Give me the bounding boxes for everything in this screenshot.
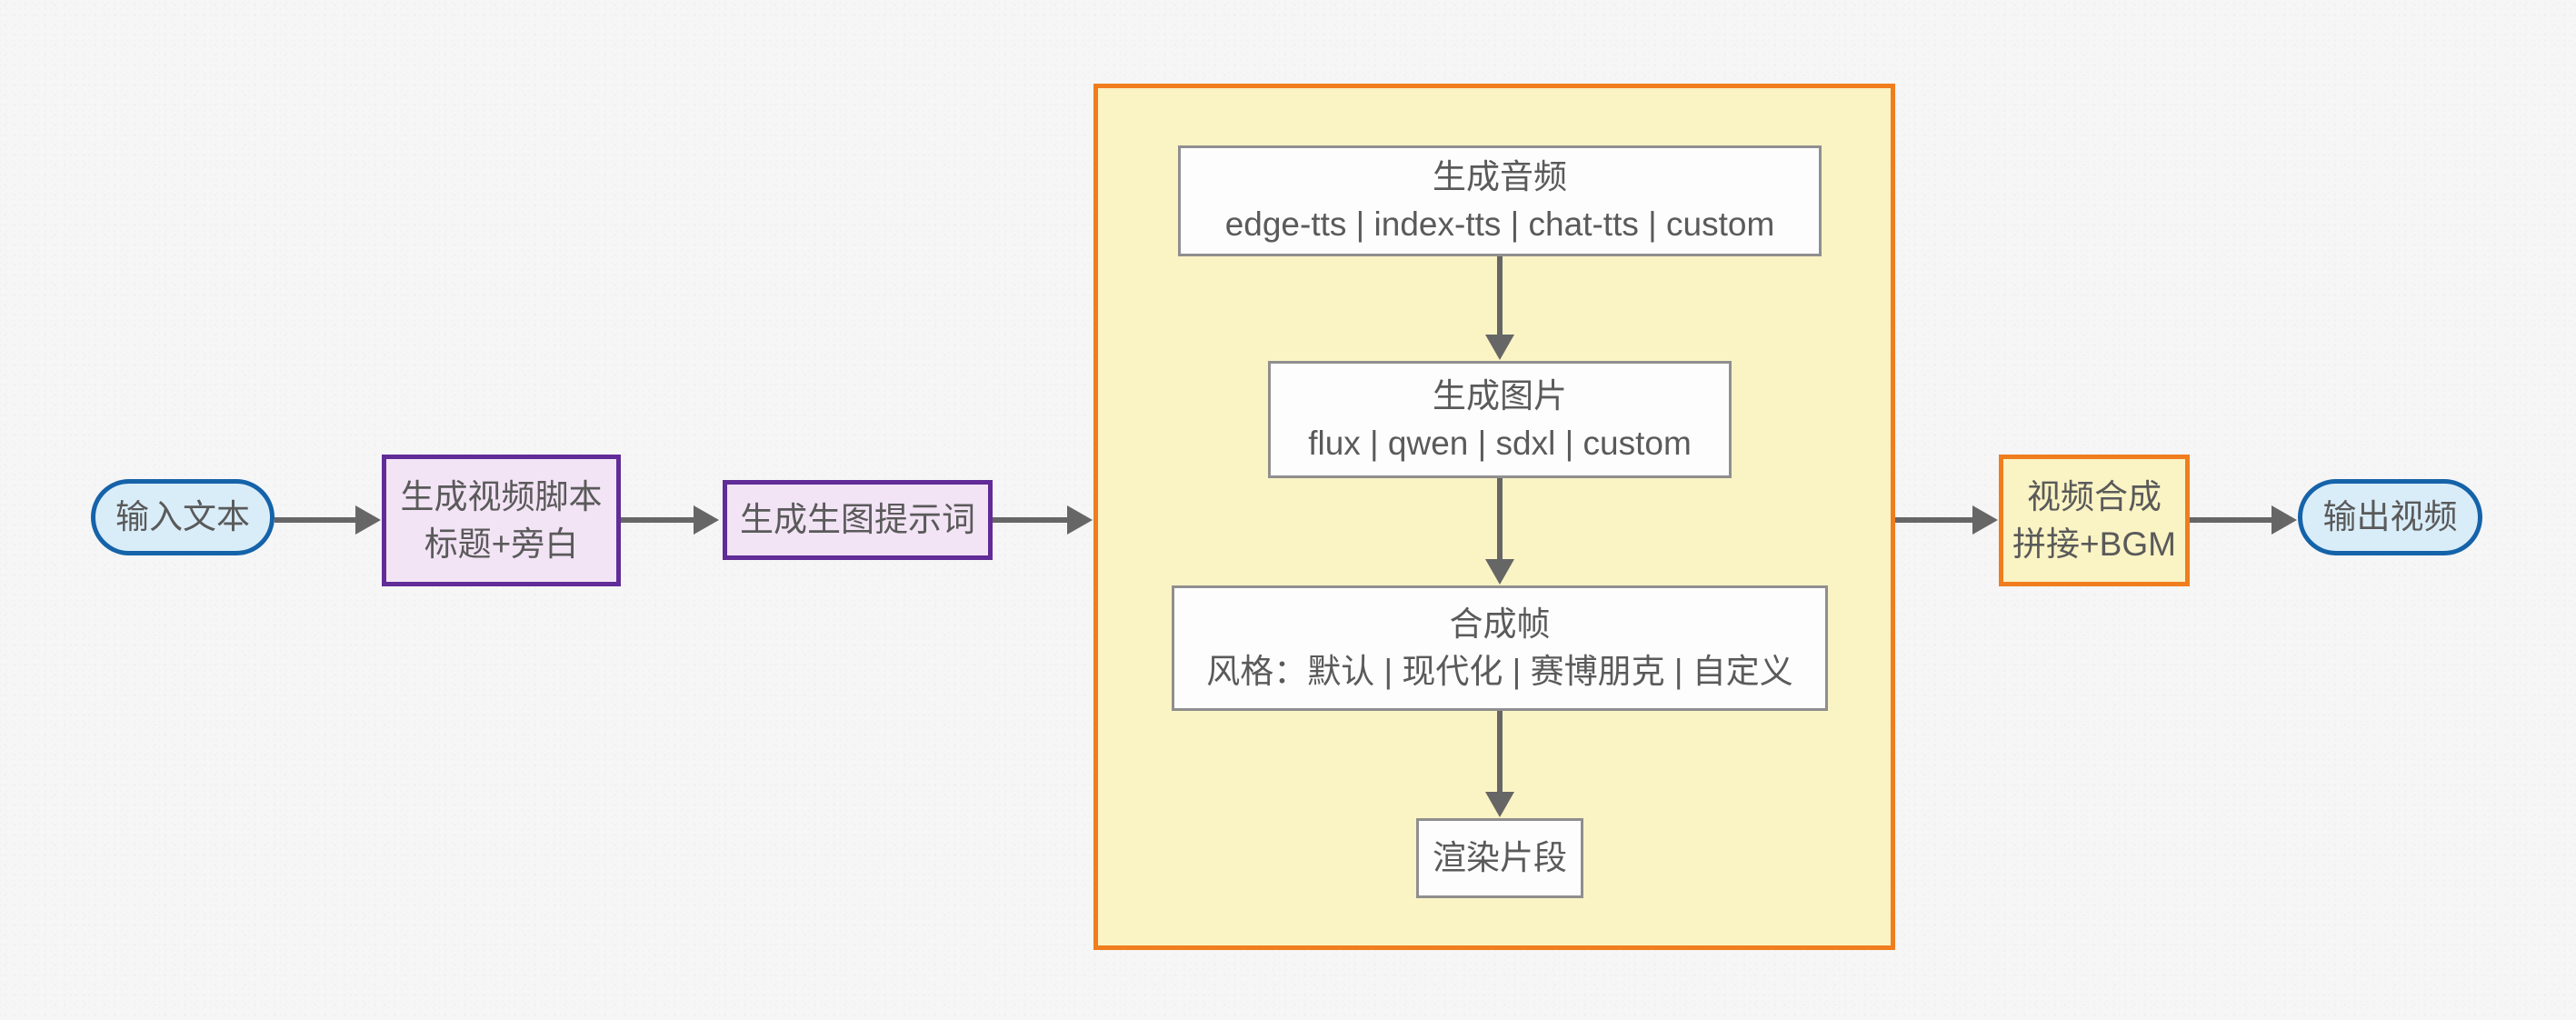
node-generate-script: 生成视频脚本 标题+旁白: [382, 455, 621, 586]
node-generate-image: 生成图片 flux | qwen | sdxl | custom: [1268, 361, 1732, 478]
node-input-text: 输入文本: [91, 479, 275, 555]
node-generate-audio-line1: 生成音频: [1433, 158, 1567, 195]
node-output-video-label: 输出视频: [2322, 498, 2458, 535]
node-generate-script-line2: 标题+旁白: [424, 525, 579, 563]
arrow-image-to-frame: [1485, 478, 1514, 585]
node-input-text-label: 输入文本: [115, 498, 250, 535]
node-compose-frame-line2: 风格：默认 | 现代化 | 赛博朋克 | 自定义: [1206, 653, 1793, 690]
node-render-clip-label: 渲染片段: [1433, 839, 1567, 876]
arrow-input-to-script: [275, 505, 381, 535]
node-generate-image-line1: 生成图片: [1433, 376, 1567, 415]
arrow-stage-to-compose: [1895, 505, 1998, 535]
node-generate-image-prompt: 生成生图提示词: [723, 480, 993, 560]
arrow-script-to-prompt: [621, 505, 719, 535]
arrow-compose-to-output: [2190, 505, 2297, 535]
arrow-audio-to-image: [1485, 256, 1514, 360]
node-video-compose-line1: 视频合成: [2027, 477, 2162, 515]
node-generate-image-line2: flux | qwen | sdxl | custom: [1308, 424, 1692, 462]
node-compose-frame-line1: 合成帧: [1449, 605, 1551, 643]
node-generate-audio-line2: edge-tts | index-tts | chat-tts | custom: [1224, 205, 1775, 243]
node-render-clip: 渲染片段: [1416, 818, 1583, 898]
node-video-compose-line2: 拼接+BGM: [2012, 525, 2176, 563]
node-output-video: 输出视频: [2298, 479, 2482, 555]
node-compose-frame: 合成帧 风格：默认 | 现代化 | 赛博朋克 | 自定义: [1172, 585, 1828, 711]
node-generate-script-line1: 生成视频脚本: [400, 477, 603, 515]
node-generate-audio: 生成音频 edge-tts | index-tts | chat-tts | c…: [1178, 145, 1822, 256]
arrow-prompt-to-stage: [993, 505, 1093, 535]
node-video-compose: 视频合成 拼接+BGM: [1999, 455, 2190, 586]
arrow-frame-to-render: [1485, 711, 1514, 817]
node-generate-image-prompt-label: 生成生图提示词: [740, 501, 975, 538]
